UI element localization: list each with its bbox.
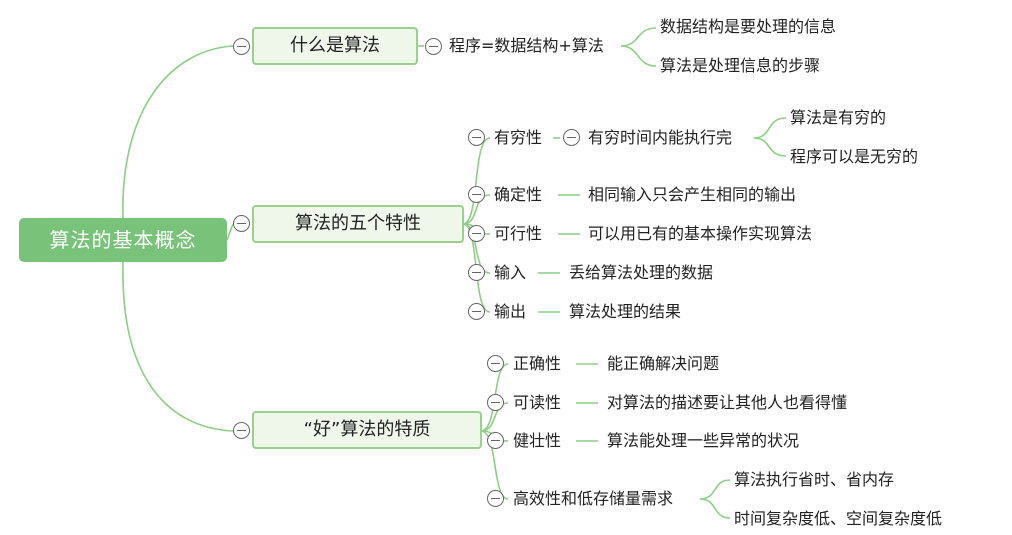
property-node[interactable]: 输出 (494, 302, 527, 321)
collapse-minus-icon[interactable] (487, 432, 504, 449)
collapse-minus-icon[interactable] (468, 129, 485, 146)
quality-sub[interactable]: 时间复杂度低、空间复杂度低 (734, 509, 943, 528)
quality-desc[interactable]: 能正确解决问题 (607, 354, 720, 373)
property-sub[interactable]: 程序可以是无穷的 (790, 147, 919, 166)
quality-node[interactable]: 高效性和低存储量需求 (513, 489, 674, 508)
property-node[interactable]: 有穷性 (494, 128, 543, 147)
topic-five-properties[interactable]: 算法的五个特性 (252, 205, 464, 243)
collapse-minus-icon[interactable] (468, 186, 485, 203)
collapse-minus-icon[interactable] (233, 38, 250, 55)
quality-desc[interactable]: 对算法的描述要让其他人也看得懂 (607, 393, 848, 412)
collapse-minus-icon[interactable] (233, 215, 250, 232)
quality-desc[interactable]: 算法能处理一些异常的状况 (607, 431, 800, 450)
quality-node[interactable]: 正确性 (513, 354, 562, 373)
topic-what-is-algorithm[interactable]: 什么是算法 (252, 27, 418, 65)
detail-node[interactable]: 数据结构是要处理的信息 (660, 17, 837, 36)
property-node[interactable]: 可行性 (494, 224, 543, 243)
property-desc[interactable]: 算法处理的结果 (569, 302, 682, 321)
collapse-minus-icon[interactable] (487, 355, 504, 372)
quality-node[interactable]: 健壮性 (513, 431, 562, 450)
property-desc[interactable]: 可以用已有的基本操作实现算法 (588, 224, 813, 243)
detail-node[interactable]: 算法是处理信息的步骤 (660, 56, 821, 75)
collapse-minus-icon[interactable] (468, 303, 485, 320)
collapse-minus-icon[interactable] (563, 129, 580, 146)
collapse-minus-icon[interactable] (487, 394, 504, 411)
formula-node[interactable]: 程序=数据结构+算法 (449, 36, 604, 55)
property-desc[interactable]: 相同输入只会产生相同的输出 (588, 185, 797, 204)
property-desc[interactable]: 丢给算法处理的数据 (569, 263, 714, 282)
property-node[interactable]: 确定性 (494, 185, 543, 204)
collapse-minus-icon[interactable] (468, 225, 485, 242)
topic-good-algorithm[interactable]: “好”算法的特质 (252, 411, 482, 449)
root-topic[interactable]: 算法的基本概念 (19, 218, 227, 262)
collapse-minus-icon[interactable] (487, 490, 504, 507)
collapse-minus-icon[interactable] (233, 422, 250, 439)
property-node[interactable]: 输入 (494, 263, 527, 282)
property-sub[interactable]: 算法是有穷的 (790, 108, 887, 127)
collapse-minus-icon[interactable] (425, 38, 442, 55)
quality-node[interactable]: 可读性 (513, 393, 562, 412)
collapse-minus-icon[interactable] (468, 264, 485, 281)
quality-sub[interactable]: 算法执行省时、省内存 (734, 470, 895, 489)
property-desc[interactable]: 有穷时间内能执行完 (588, 128, 733, 147)
